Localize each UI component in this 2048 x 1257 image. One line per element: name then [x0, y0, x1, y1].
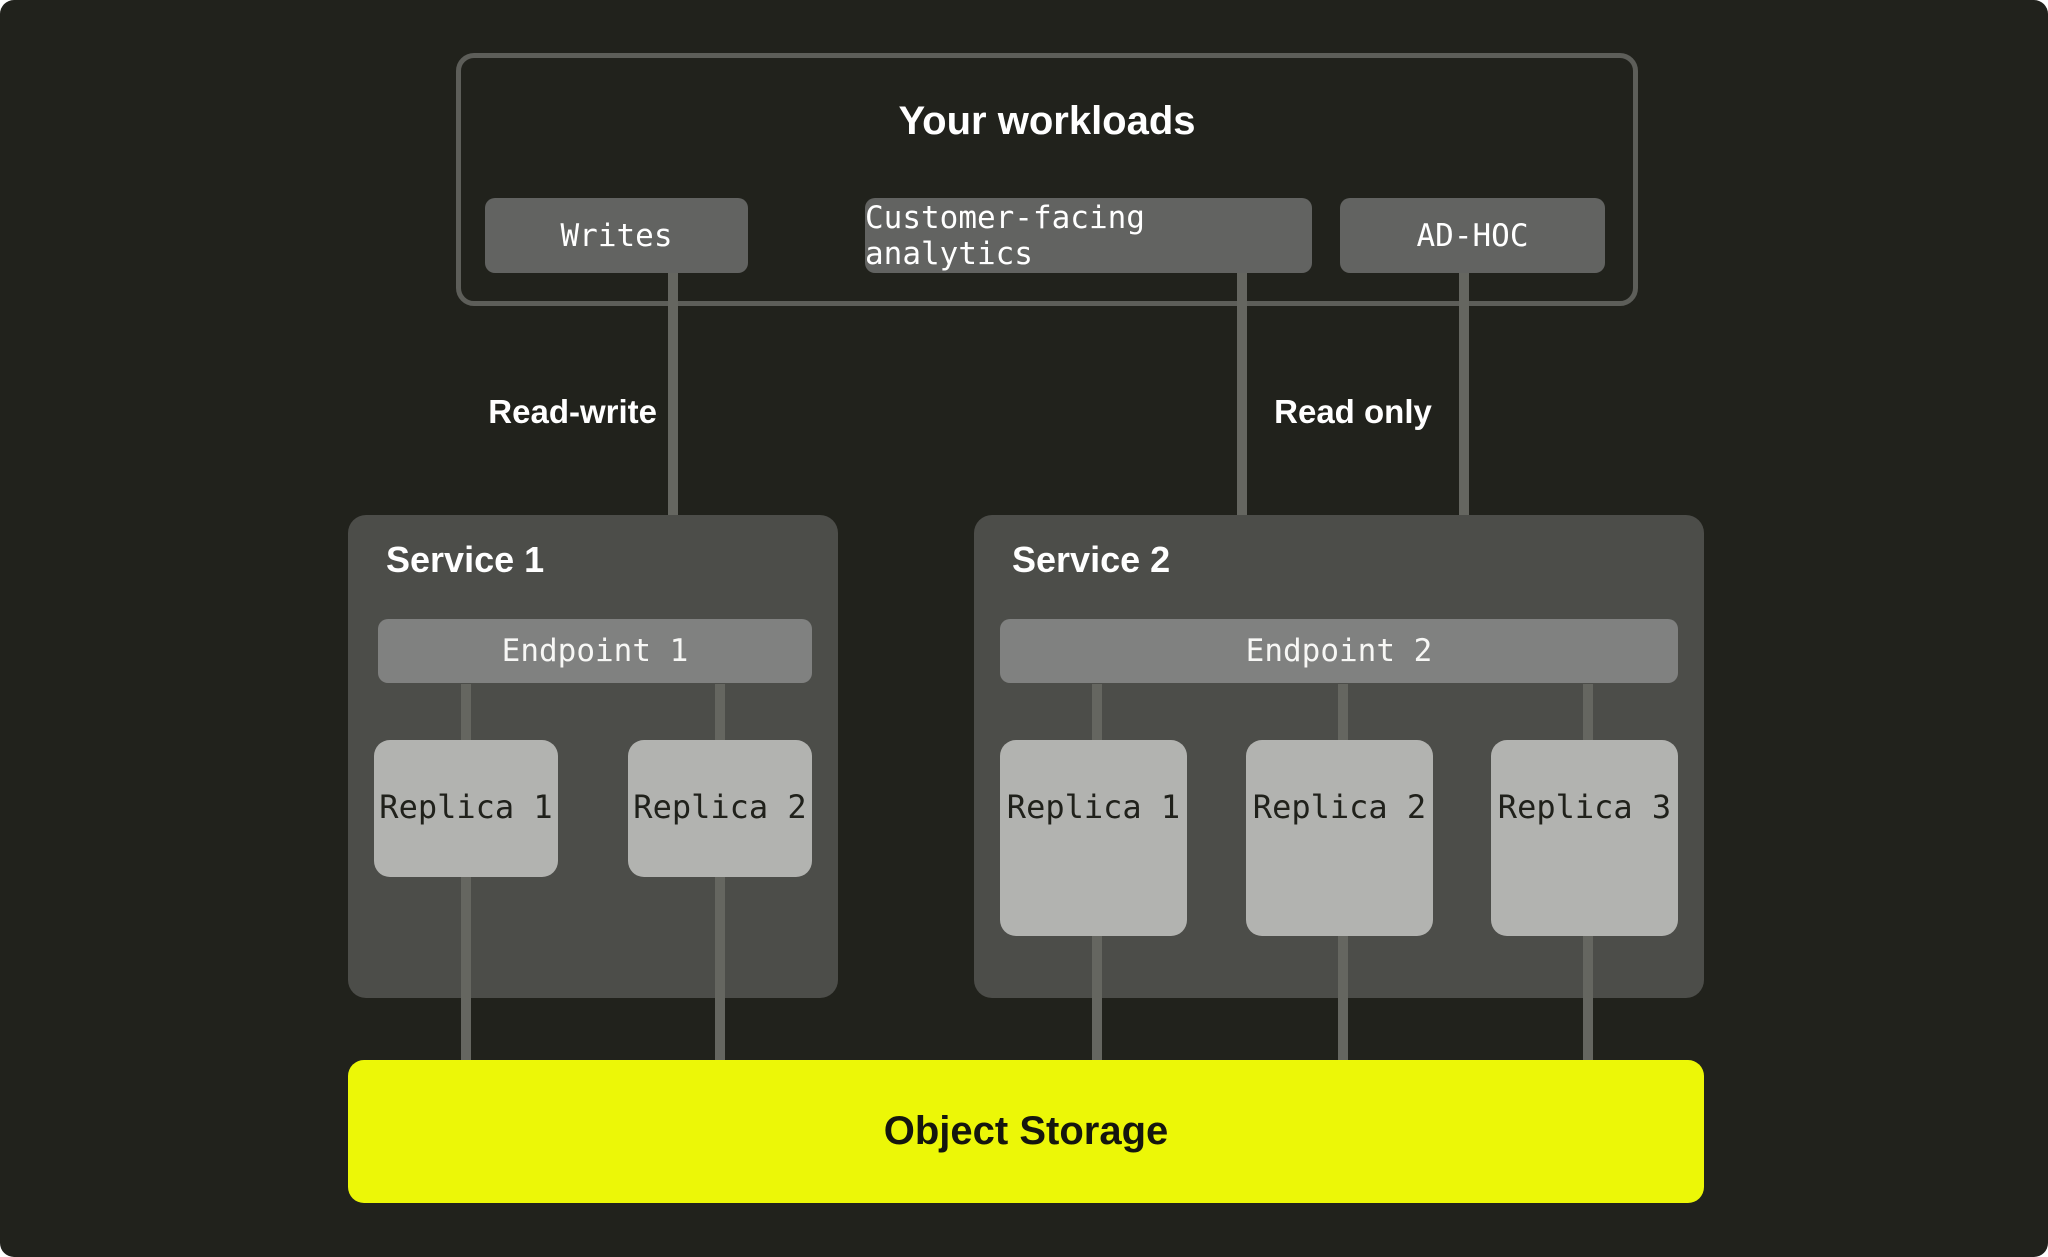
workload-chip-customer-facing-analytics: Customer-facing analytics: [865, 198, 1312, 273]
arrow-adhoc-to-endpoint2: [1459, 273, 1469, 588]
workload-chip-adhoc: AD-HOC: [1340, 198, 1605, 273]
endpoint-1-bar: Endpoint 1: [378, 619, 812, 683]
object-storage-bar: Object Storage: [348, 1060, 1704, 1203]
edge-label-read-only: Read only: [1274, 393, 1432, 430]
service-2-title: Service 2: [1012, 539, 1171, 580]
service-1-replica-2: Replica 2: [628, 740, 812, 877]
workload-chip-writes: Writes: [485, 198, 748, 273]
service-2-box: Service 2 Endpoint 2 Replica 1 Replica 2…: [974, 515, 1704, 998]
object-storage-label: Object Storage: [883, 1109, 1169, 1153]
service-1-replica-1: Replica 1: [374, 740, 558, 877]
arrow-analytics-to-endpoint2: [1237, 273, 1247, 588]
workloads-group-box: Your workloads Writes Customer-facing an…: [456, 53, 1638, 306]
arrow-writes-to-endpoint1: [668, 273, 678, 588]
service-2-replica-3: Replica 3: [1491, 740, 1678, 936]
workloads-title: Your workloads: [898, 99, 1196, 143]
service-2-replica-2: Replica 2: [1246, 740, 1433, 936]
edge-label-read-write: Read-write: [488, 393, 657, 430]
service-1-box: Service 1 Endpoint 1 Replica 1 Replica 2: [348, 515, 838, 998]
endpoint-2-bar: Endpoint 2: [1000, 619, 1678, 683]
service-1-title: Service 1: [386, 539, 545, 580]
service-2-replica-1: Replica 1: [1000, 740, 1187, 936]
